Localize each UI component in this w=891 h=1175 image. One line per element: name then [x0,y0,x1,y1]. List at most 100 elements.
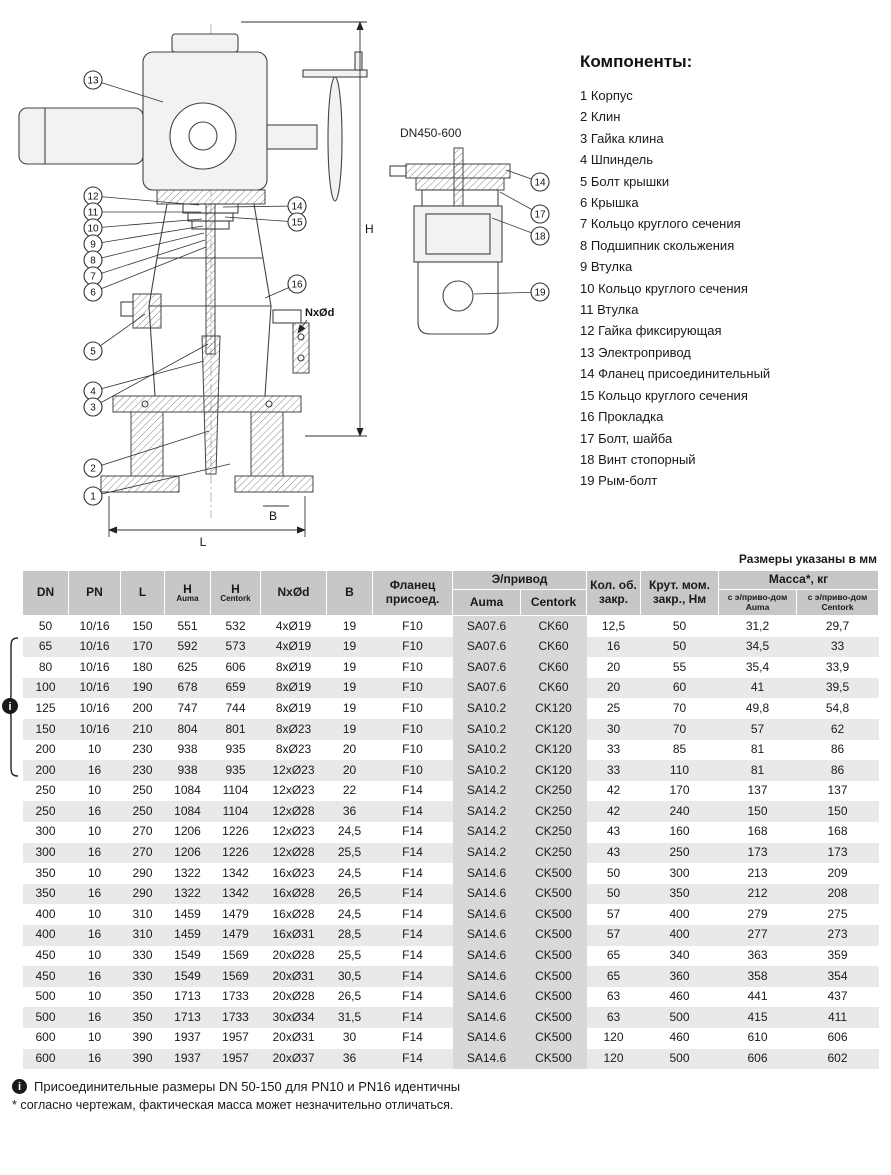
svg-text:17: 17 [534,210,546,221]
table-cell: CK60 [520,677,587,699]
table-cell: 4xØ19 [260,636,327,658]
callout-8: 8 [83,232,205,270]
col-header-mass: Масса*, кг [717,570,880,590]
table-cell: 57 [586,924,641,946]
component-item-8: 8 Подшипник скольжения [580,237,735,253]
table-cell: 70 [672,700,687,715]
table-cell: 55 [672,659,687,674]
table-cell: 10 [87,865,102,880]
table-cell: 275 [827,906,848,921]
table-cell: 50 [640,636,719,658]
table-cell: 16 [586,636,641,658]
table-cell: 390 [120,1048,165,1070]
footnote-mass-text: * согласно чертежам, фактическая масса м… [12,1098,454,1113]
table-cell: 16 [68,760,121,781]
table-cell: F10 [372,760,453,781]
table-cell: 36 [326,801,373,822]
table-cell: F14 [402,1030,423,1045]
table-cell: 610 [747,1030,768,1045]
table-cell: 10/16 [68,719,121,740]
table-cell: 659 [210,677,261,699]
col-header-pn: PN [68,569,121,617]
table-cell: 277 [718,924,797,946]
table-cell: SA07.6 [452,636,521,658]
table-cell: 25 [606,700,621,715]
table-cell: 1733 [222,989,249,1004]
table-cell: 20xØ28 [272,989,315,1004]
dim-l-label: L [200,535,207,549]
table-cell: 460 [669,1030,690,1045]
table-cell: 1459 [174,906,201,921]
dimension-lines: H L B NxØd [108,21,374,549]
table-cell: 250 [640,842,719,864]
table-cell: CK120 [520,739,587,761]
table-cell: 10 [87,948,102,963]
callout-18: 18 [491,217,550,246]
table-cell: 1713 [164,1007,211,1028]
table-cell: 81 [718,760,797,781]
table-cell: SA10.2 [452,760,521,781]
table-cell: 81 [750,742,765,757]
eye-bolt [442,280,474,312]
table-cell: F14 [372,801,453,822]
table-cell: SA14.2 [452,842,521,864]
table-cell: 1937 [174,1030,201,1045]
table-cell: 42 [606,783,621,798]
detail-label: DN450-600 [400,126,462,140]
table-cell: 270 [132,824,153,839]
table-cell: 208 [796,883,879,905]
col-header-nxod: NxØd [260,569,327,617]
table-cell: 1569 [210,966,261,987]
table-cell: 330 [120,966,165,987]
table-cell: 10/16 [79,618,110,633]
svg-text:18: 18 [534,232,546,243]
col-header-l: L [120,569,165,617]
side-flange [292,322,310,374]
table-cell: 460 [669,989,690,1004]
component-item-6: 6 Крышка [580,195,639,211]
table-cell: 29,7 [825,618,850,633]
callout-7: 7 [83,239,206,286]
table-cell: F10 [372,719,453,740]
info-icon [2,698,18,714]
table-cell: 938 [164,760,211,781]
table-cell: 606 [718,1048,797,1070]
table-cell: 350 [120,1007,165,1028]
table-cell: 33 [586,760,641,781]
table-cell: F10 [372,677,453,699]
col-header-drive: Э/привод [452,570,587,590]
table-cell: 120 [586,1048,641,1070]
table-cell: 137 [827,783,848,798]
callout-14: 14 [505,169,550,192]
table-cell: SA14.6 [452,945,521,967]
table-cell: 168 [827,824,848,839]
table-cell: 16 [68,1007,121,1028]
table-cell: F14 [402,865,423,880]
table-cell: CK250 [520,842,587,864]
table-cell: 1479 [222,906,249,921]
table-cell: 230 [120,760,165,781]
table-cell: 10 [87,783,102,798]
table-cell: 10 [87,824,102,839]
table-cell: SA10.2 [452,719,521,740]
table-cell: 310 [132,906,153,921]
table-cell: 19 [326,636,373,658]
valve-body-drawing [100,305,314,493]
component-item-19: 19 Рым-болт [580,473,658,489]
table-cell: 25,5 [337,948,362,963]
table-cell: 60 [640,677,719,699]
table-cell: 160 [669,824,690,839]
table-cell: F10 [402,742,423,757]
table-cell: 65 [606,948,621,963]
table-cell: 49,8 [745,700,770,715]
table-cell: 8xØ23 [275,742,312,757]
col-header-b: B [326,569,373,617]
